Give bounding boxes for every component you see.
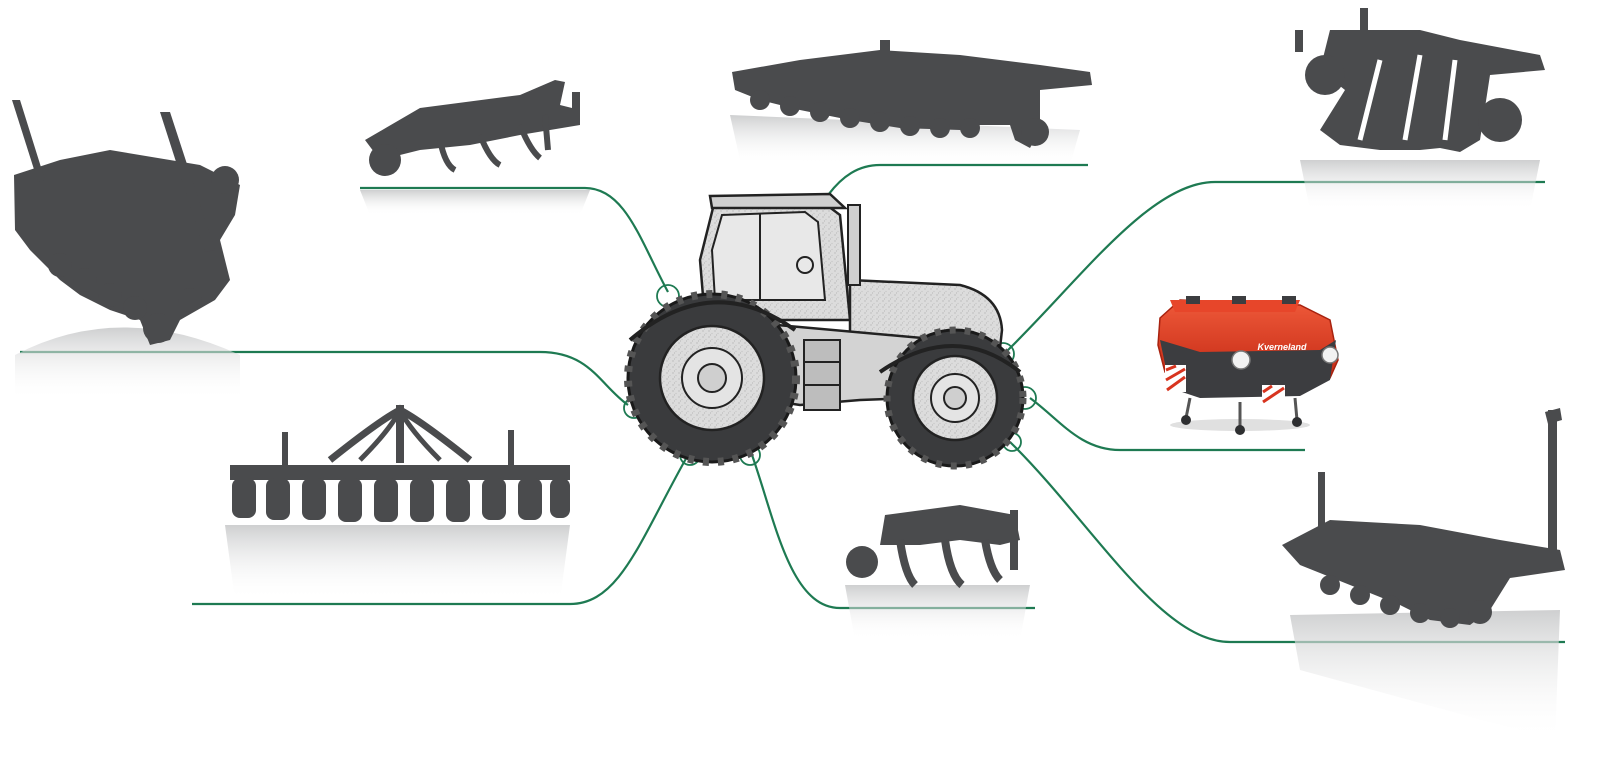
front-hopper-illustration-icon: Kverneland — [1158, 296, 1338, 435]
hopper-brand-text: Kverneland — [1257, 342, 1307, 352]
subsoiler-silhouette-icon — [845, 505, 1030, 640]
tractor-front-wheel — [887, 330, 1023, 466]
folding-seed-drill-silhouette-icon — [12, 100, 240, 400]
trailed-cultivator-silhouette-icon — [1295, 8, 1545, 210]
precision-planter-silhouette-icon — [225, 405, 570, 600]
chisel-cultivator-silhouette-icon — [360, 80, 590, 215]
tractor-cab-window — [712, 212, 825, 300]
tractor-rear-wheel — [628, 294, 796, 462]
wide-seed-drill-silhouette-icon — [1282, 408, 1565, 740]
tractor — [628, 194, 1023, 466]
disc-harrow-silhouette-icon — [730, 40, 1092, 165]
